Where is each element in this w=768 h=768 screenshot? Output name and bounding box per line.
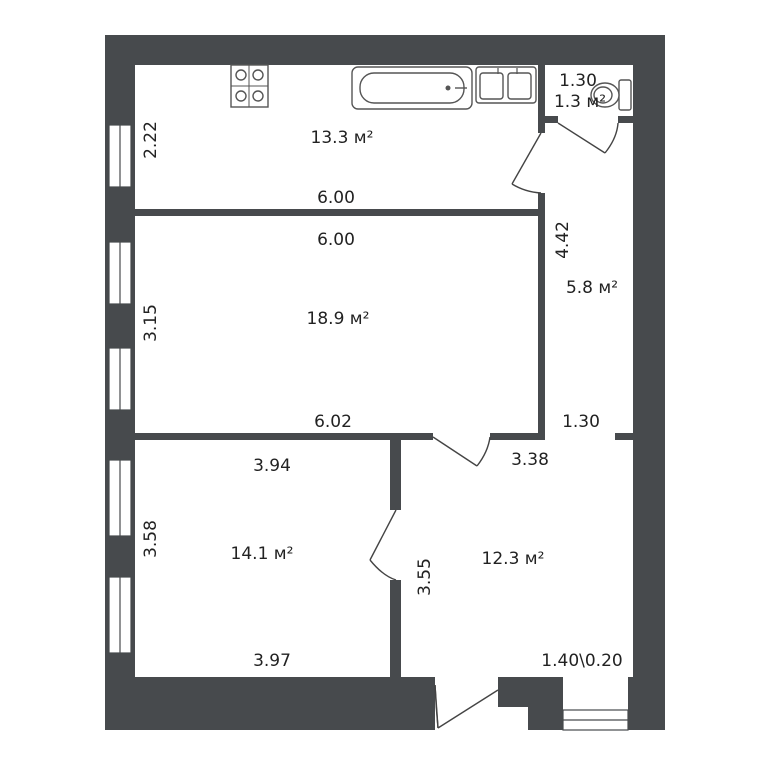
corridor-length: 4.42	[553, 221, 573, 259]
window-bedroom-2	[108, 576, 132, 654]
interior-walls	[135, 65, 633, 677]
living-width-top: 6.00	[317, 230, 355, 250]
toilet-icon	[590, 79, 632, 111]
kitchen-area: 13.3 м²	[311, 128, 374, 148]
kitchen-height: 2.22	[141, 121, 161, 159]
living-width-bottom: 6.02	[314, 412, 352, 432]
hall-height: 3.55	[415, 558, 435, 596]
door-bath	[557, 122, 619, 154]
window-bedroom-1	[108, 459, 132, 537]
outer-walls	[105, 35, 665, 730]
living-height: 3.15	[141, 304, 161, 342]
window-living-2	[108, 347, 132, 411]
labels: 13.3 м² 2.22 6.00 1.30 1.3 м² 6.00 18.9 …	[141, 71, 623, 671]
bedroom-width-top: 3.94	[253, 456, 291, 476]
kitchen-width-bottom: 6.00	[317, 188, 355, 208]
sink-icon	[475, 66, 537, 104]
bedroom-height: 3.58	[141, 520, 161, 558]
corridor-area: 5.8 м²	[566, 278, 618, 298]
bedroom-width-bottom: 3.97	[253, 651, 291, 671]
door-kitchen	[511, 132, 542, 194]
hall-niche: 1.40\0.20	[541, 651, 622, 671]
bathtub-icon	[351, 66, 473, 110]
windows	[108, 124, 629, 731]
window-living-1	[108, 241, 132, 305]
bath-area: 1.3 м²	[554, 92, 606, 112]
hall-width-top: 3.38	[511, 450, 549, 470]
doors	[369, 122, 619, 729]
door-living	[432, 436, 491, 467]
stove-icon	[230, 64, 269, 108]
corridor-width: 1.30	[562, 412, 600, 432]
door-entrance	[434, 684, 499, 729]
door-bedroom	[369, 509, 397, 581]
living-area: 18.9 м²	[307, 309, 370, 329]
window-kitchen	[108, 124, 132, 188]
bedroom-area: 14.1 м²	[231, 544, 294, 564]
hall-area: 12.3 м²	[482, 549, 545, 569]
bath-width: 1.30	[559, 71, 597, 91]
window-hall	[562, 709, 629, 731]
